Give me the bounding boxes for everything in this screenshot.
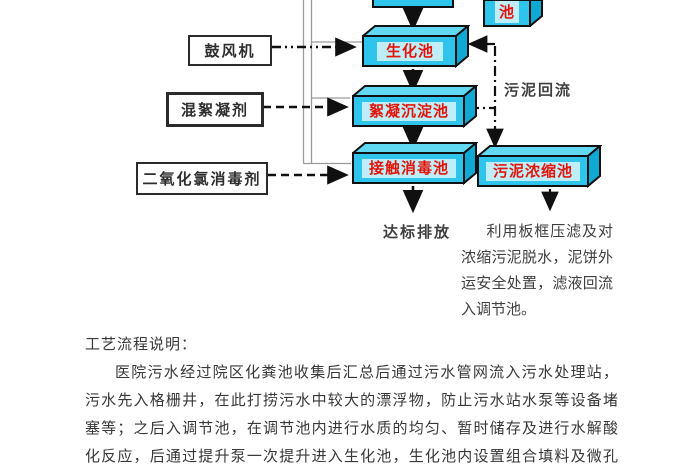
sludge-return-label: 污泥回流 — [504, 81, 573, 99]
sludge-disposal-note: 利用板框压滤及对浓缩污泥脱水，泥饼外运安全处置，滤液回流入调节池。 — [461, 222, 613, 318]
flocculation-pool-box: 絮凝沉淀池 — [352, 85, 478, 128]
guide-rails — [302, 0, 362, 165]
discharge-label: 达标排放 — [383, 223, 452, 241]
biochemical-pool-box: 生化池 — [362, 25, 470, 68]
disinfectant-input-box: 二氧化氯消毒剂 — [136, 162, 268, 195]
process-description-paragraph: 医院污水经过院区化粪池收集后汇总后通过污水管网流入污水处理站，污水先入格栅井，在… — [85, 363, 619, 465]
sludge-thickening-box: 污泥浓缩池 — [477, 145, 602, 188]
contact-disinfection-label: 接触消毒池 — [362, 159, 456, 178]
accident-pool-box: 池 — [483, 0, 543, 27]
sludge-thickening-label: 污泥浓缩池 — [486, 162, 580, 181]
accident-pool-label: 池 — [495, 1, 519, 23]
contact-disinfection-box: 接触消毒池 — [352, 142, 478, 185]
biochemical-pool-label: 生化池 — [377, 42, 443, 61]
cutoff-top-box — [372, 0, 454, 8]
flocculant-input-box: 混絮凝剂 — [166, 92, 264, 127]
blower-input-box: 鼓风机 — [188, 35, 272, 66]
flocculation-pool-label: 絮凝沉淀池 — [362, 102, 456, 121]
process-description-heading: 工艺流程说明： — [85, 335, 198, 353]
